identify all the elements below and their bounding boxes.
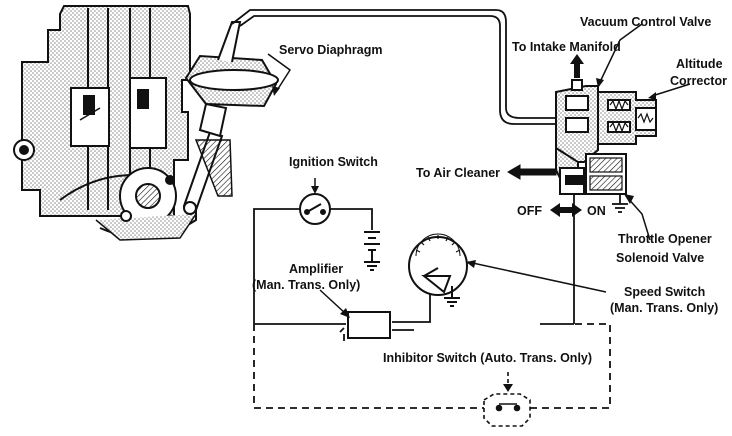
label-to-intake-manifold: To Intake Manifold <box>512 40 621 54</box>
label-throttle-opener-line2: Solenoid Valve <box>616 251 704 265</box>
label-altitude-corrector-line2: Corrector <box>670 74 727 88</box>
label-speed-switch-line1: Speed Switch <box>624 285 705 299</box>
label-on: ON <box>587 204 606 218</box>
carburetor <box>13 5 197 241</box>
inhibitor-switch-symbol <box>483 372 531 427</box>
speed-switch-gauge <box>408 233 607 307</box>
label-off: OFF <box>517 204 542 218</box>
label-inhibitor-switch: Inhibitor Switch (Auto. Trans. Only) <box>383 351 592 365</box>
vacuum-hose <box>231 9 556 125</box>
ignition-switch-symbol <box>299 178 331 225</box>
label-amplifier-line1: Amplifier <box>289 262 343 276</box>
label-vacuum-control-valve: Vacuum Control Valve <box>580 15 711 29</box>
solenoid-ground <box>612 194 628 213</box>
leader-lines <box>267 23 691 241</box>
labels: Vacuum Control Valve Servo Diaphragm To … <box>252 15 727 365</box>
label-ignition-switch: Ignition Switch <box>289 155 378 169</box>
vacuum-control-valve <box>555 79 657 195</box>
amplifier-box <box>319 289 391 339</box>
label-to-air-cleaner: To Air Cleaner <box>416 166 500 180</box>
label-speed-switch-line2: (Man. Trans. Only) <box>610 301 718 315</box>
servo-diaphragm <box>184 21 279 138</box>
wiring <box>253 194 575 333</box>
to-air-cleaner-arrow <box>507 164 557 180</box>
servo-rod <box>182 130 233 215</box>
battery-symbol <box>364 231 380 271</box>
label-throttle-opener-line1: Throttle Opener <box>618 232 712 246</box>
inhibitor-circuit-dashed <box>253 323 611 409</box>
label-amplifier-line2: (Man. Trans. Only) <box>252 278 360 292</box>
label-servo-diaphragm: Servo Diaphragm <box>279 43 383 57</box>
to-intake-manifold-arrow <box>570 54 584 78</box>
label-altitude-corrector-line1: Altitude <box>676 57 723 71</box>
off-on-arrow <box>550 203 582 217</box>
